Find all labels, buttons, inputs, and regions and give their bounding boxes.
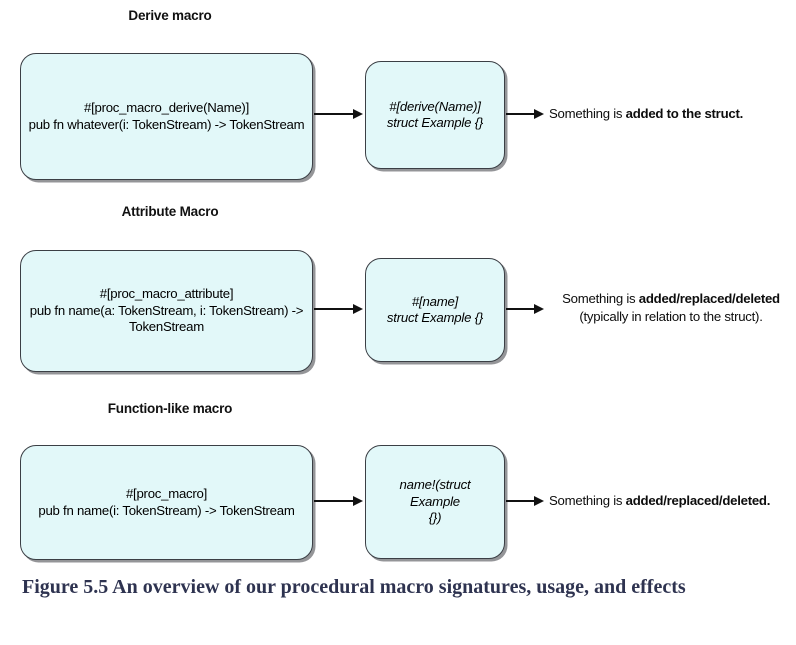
signature-line-1: #[proc_macro_derive(Name)] — [83, 100, 249, 115]
effect-prefix: Something is — [549, 493, 626, 508]
usage-line-2: struct Example {} — [386, 115, 484, 130]
diagram-row-derive-macro: Derive macro #[proc_macro_derive(Name)] … — [0, 0, 796, 200]
arrow-shaft — [506, 500, 534, 502]
diagram-row-function-like-macro: Function-like macro #[proc_macro] pub fn… — [0, 393, 796, 568]
row-title-derive-macro: Derive macro — [128, 8, 212, 23]
usage-box-attribute-macro: #[name] struct Example {} — [365, 258, 505, 362]
effect-emphasis: added/replaced/deleted. — [625, 493, 771, 508]
signature-line-2: pub fn whatever(i: TokenStream) -> Token… — [28, 116, 305, 132]
effect-text-attribute-macro: Something is added/replaced/deleted (typ… — [549, 290, 793, 326]
effect-text-derive-macro: Something is added to the struct. — [549, 105, 793, 123]
arrow-usage-to-effect — [506, 495, 544, 507]
usage-line-2: struct Example {} — [386, 310, 484, 325]
effect-prefix: Something is — [549, 106, 626, 121]
arrow-signature-to-usage — [314, 303, 363, 315]
arrow-head-icon — [353, 304, 363, 314]
row-title-attribute-macro: Attribute Macro — [121, 204, 219, 219]
usage-box-function-like-macro: name!(struct Example {}) — [365, 445, 505, 559]
usage-box-derive-macro: #[derive(Name)] struct Example {} — [365, 61, 505, 169]
arrow-head-icon — [534, 304, 544, 314]
effect-emphasis: added to the struct. — [625, 106, 744, 121]
arrow-shaft — [506, 308, 534, 310]
arrow-usage-to-effect — [506, 108, 544, 120]
diagram-row-attribute-macro: Attribute Macro #[proc_macro_attribute] … — [0, 196, 796, 396]
signature-line-2: pub fn name(a: TokenStream, i: TokenStre… — [29, 302, 304, 335]
arrow-head-icon — [353, 109, 363, 119]
arrow-shaft — [314, 113, 353, 115]
usage-line-2: {}) — [428, 510, 442, 526]
arrow-head-icon — [534, 496, 544, 506]
row-title-function-like-macro: Function-like macro — [107, 401, 233, 416]
effect-prefix: Something is — [562, 291, 639, 306]
effect-text-function-like-macro: Something is added/replaced/deleted. — [549, 492, 793, 510]
signature-line-1: #[proc_macro] — [125, 486, 208, 501]
signature-box-derive-macro: #[proc_macro_derive(Name)] pub fn whatev… — [20, 53, 313, 180]
signature-box-function-like-macro: #[proc_macro] pub fn name(i: TokenStream… — [20, 445, 313, 560]
effect-emphasis: added/replaced/deleted — [638, 291, 780, 306]
arrow-usage-to-effect — [506, 303, 544, 315]
signature-line-1: #[proc_macro_attribute] — [99, 286, 234, 302]
arrow-shaft — [506, 113, 534, 115]
arrow-shaft — [314, 308, 353, 310]
arrow-signature-to-usage — [314, 495, 363, 507]
effect-note: (typically in relation to the struct). — [579, 308, 763, 324]
usage-line-1: name!(struct Example — [399, 477, 471, 509]
arrow-signature-to-usage — [314, 108, 363, 120]
arrow-head-icon — [534, 109, 544, 119]
usage-line-1: #[derive(Name)] — [389, 98, 481, 114]
arrow-head-icon — [353, 496, 363, 506]
usage-line-1: #[name] — [411, 293, 459, 309]
arrow-shaft — [314, 500, 353, 502]
figure-caption: Figure 5.5 An overview of our procedural… — [22, 576, 686, 598]
signature-line-2: pub fn name(i: TokenStream) -> TokenStre… — [38, 502, 295, 518]
signature-box-attribute-macro: #[proc_macro_attribute] pub fn name(a: T… — [20, 250, 313, 372]
